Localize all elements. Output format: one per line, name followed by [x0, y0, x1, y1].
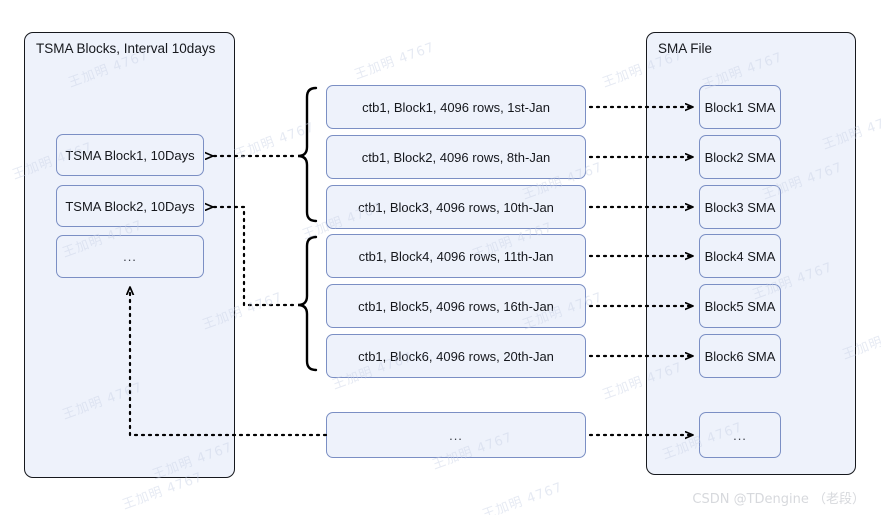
sma-block-4-label: Block4 SMA: [704, 248, 776, 264]
data-block-2-label: ctb1, Block2, 4096 rows, 8th-Jan: [361, 149, 551, 165]
data-block-ellipsis-label: ...: [449, 427, 463, 443]
data-block-ellipsis[interactable]: ...: [326, 412, 586, 458]
data-block-2[interactable]: ctb1, Block2, 4096 rows, 8th-Jan: [326, 135, 586, 179]
data-block-3[interactable]: ctb1, Block3, 4096 rows, 10th-Jan: [326, 185, 586, 229]
sma-block-ellipsis[interactable]: ...: [699, 412, 781, 458]
caption-credit: CSDN @TDengine （老段）: [692, 492, 865, 507]
data-block-1-label: ctb1, Block1, 4096 rows, 1st-Jan: [362, 99, 550, 115]
sma-block-1-label: Block1 SMA: [704, 99, 776, 115]
tsma-block-2-label: TSMA Block2, 10Days: [65, 198, 195, 214]
sma-block-1[interactable]: Block1 SMA: [699, 85, 781, 129]
sma-block-3[interactable]: Block3 SMA: [699, 185, 781, 229]
data-block-4-label: ctb1, Block4, 4096 rows, 11th-Jan: [358, 248, 554, 264]
tsma-block-2[interactable]: TSMA Block2, 10Days: [56, 185, 204, 227]
tsma-block-ellipsis[interactable]: ...: [56, 235, 204, 278]
sma-block-3-label: Block3 SMA: [704, 199, 776, 215]
panel-sma-file-title: SMA File: [658, 41, 713, 56]
data-block-4[interactable]: ctb1, Block4, 4096 rows, 11th-Jan: [326, 234, 586, 278]
watermark-text: 王加明 4767: [352, 39, 437, 83]
data-block-1[interactable]: ctb1, Block1, 4096 rows, 1st-Jan: [326, 85, 586, 129]
tsma-block-1[interactable]: TSMA Block1, 10Days: [56, 134, 204, 176]
sma-block-6-label: Block6 SMA: [704, 348, 776, 364]
data-block-6-label: ctb1, Block6, 4096 rows, 20th-Jan: [358, 348, 554, 364]
sma-block-ellipsis-label: ...: [733, 427, 747, 443]
sma-block-6[interactable]: Block6 SMA: [699, 334, 781, 378]
sma-block-5[interactable]: Block5 SMA: [699, 284, 781, 328]
brace-blocks-4-6: [297, 235, 318, 372]
data-block-3-label: ctb1, Block3, 4096 rows, 10th-Jan: [358, 199, 554, 215]
sma-block-4[interactable]: Block4 SMA: [699, 234, 781, 278]
panel-tsma-blocks-title: TSMA Blocks, Interval 10days: [36, 41, 216, 56]
data-block-6[interactable]: ctb1, Block6, 4096 rows, 20th-Jan: [326, 334, 586, 378]
sma-block-5-label: Block5 SMA: [704, 298, 776, 314]
watermark-text: 王加明 4767: [480, 479, 565, 515]
panel-sma-file: SMA File: [646, 32, 856, 475]
data-block-5[interactable]: ctb1, Block5, 4096 rows, 16th-Jan: [326, 284, 586, 328]
data-block-5-label: ctb1, Block5, 4096 rows, 16th-Jan: [358, 298, 554, 314]
sma-block-2-label: Block2 SMA: [704, 149, 776, 165]
watermark-text: 王加明 4767: [232, 119, 317, 163]
brace-blocks-1-3: [297, 86, 318, 223]
tsma-block-ellipsis-label: ...: [123, 249, 137, 264]
tsma-block-1-label: TSMA Block1, 10Days: [65, 147, 195, 163]
sma-block-2[interactable]: Block2 SMA: [699, 135, 781, 179]
